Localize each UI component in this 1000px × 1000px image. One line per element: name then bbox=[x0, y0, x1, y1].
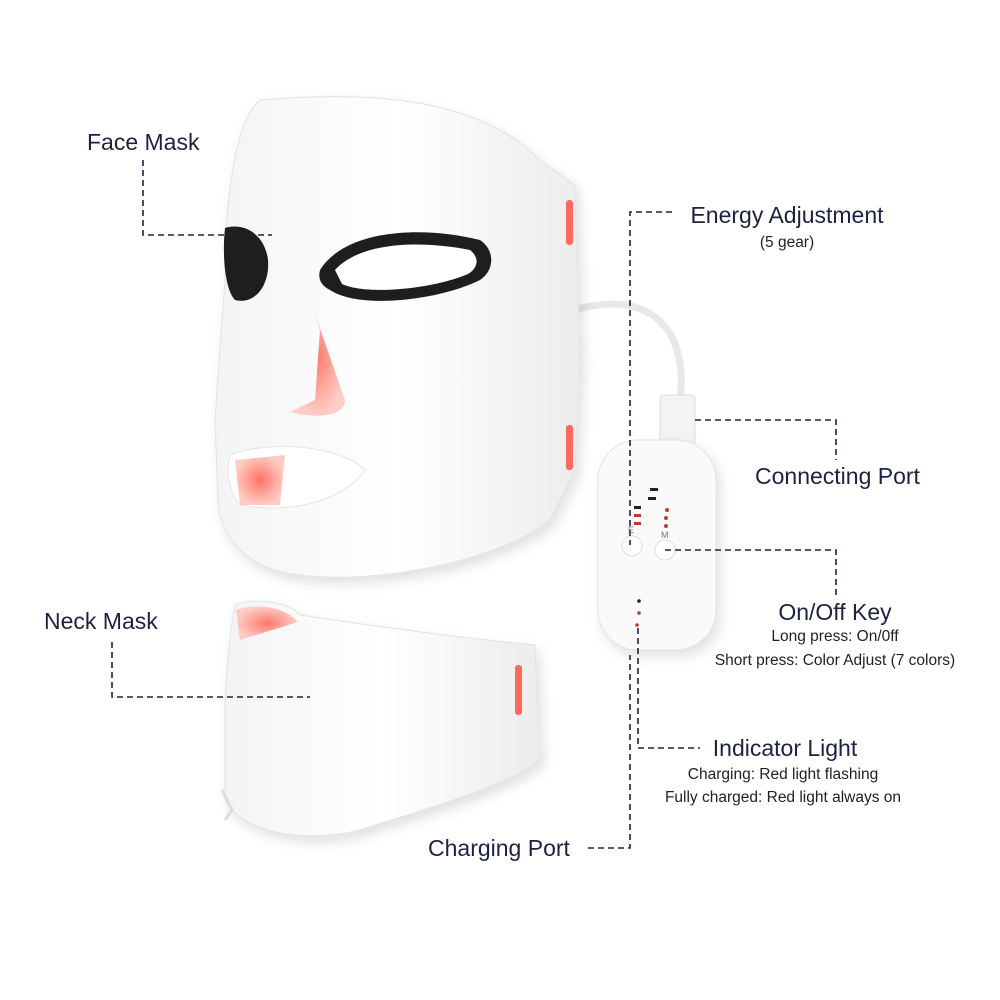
on-off-detail: Short press: Color Adjust (7 colors) bbox=[714, 652, 956, 669]
leader-connecting-port bbox=[695, 419, 837, 460]
label-charging-port: Charging Port bbox=[428, 835, 570, 861]
label-face-mask: Face Mask bbox=[87, 129, 200, 155]
side-led bbox=[566, 425, 573, 470]
neck-led bbox=[515, 665, 522, 715]
leader-on-off bbox=[665, 549, 837, 595]
button-letter-e: E bbox=[628, 525, 635, 535]
leader-lines bbox=[111, 160, 837, 849]
nose-glow bbox=[290, 300, 345, 416]
neck-mask bbox=[224, 600, 541, 837]
on-off-detail: Long press: On/0ff bbox=[771, 628, 899, 645]
energy-button bbox=[621, 535, 643, 557]
leader-neck-mask bbox=[111, 642, 310, 698]
leader-energy bbox=[629, 211, 672, 545]
label-on-off-key: On/Off Key bbox=[778, 599, 892, 625]
color-indicators bbox=[664, 508, 669, 528]
leader-indicator bbox=[637, 628, 700, 749]
energy-adjustment-detail: (5 gear) bbox=[759, 234, 815, 251]
indicator-detail: Charging: Red light flashing bbox=[687, 766, 879, 783]
label-energy-adjustment: Energy Adjustment bbox=[690, 202, 884, 228]
label-neck-mask: Neck Mask bbox=[44, 608, 158, 634]
connector-plug bbox=[659, 394, 696, 446]
cable bbox=[573, 300, 685, 401]
indicator-detail: Fully charged: Red light always on bbox=[664, 789, 902, 806]
label-indicator-light: Indicator Light bbox=[712, 735, 858, 761]
side-led bbox=[566, 200, 573, 245]
left-eye-opening bbox=[223, 226, 269, 301]
leader-face-mask bbox=[142, 160, 272, 236]
indicator-light-dots bbox=[635, 599, 641, 627]
leader-charging-port bbox=[588, 655, 631, 849]
button-letter-m: M bbox=[661, 530, 669, 540]
label-connecting-port: Connecting Port bbox=[755, 463, 920, 489]
energy-gear-indicators bbox=[634, 488, 658, 525]
